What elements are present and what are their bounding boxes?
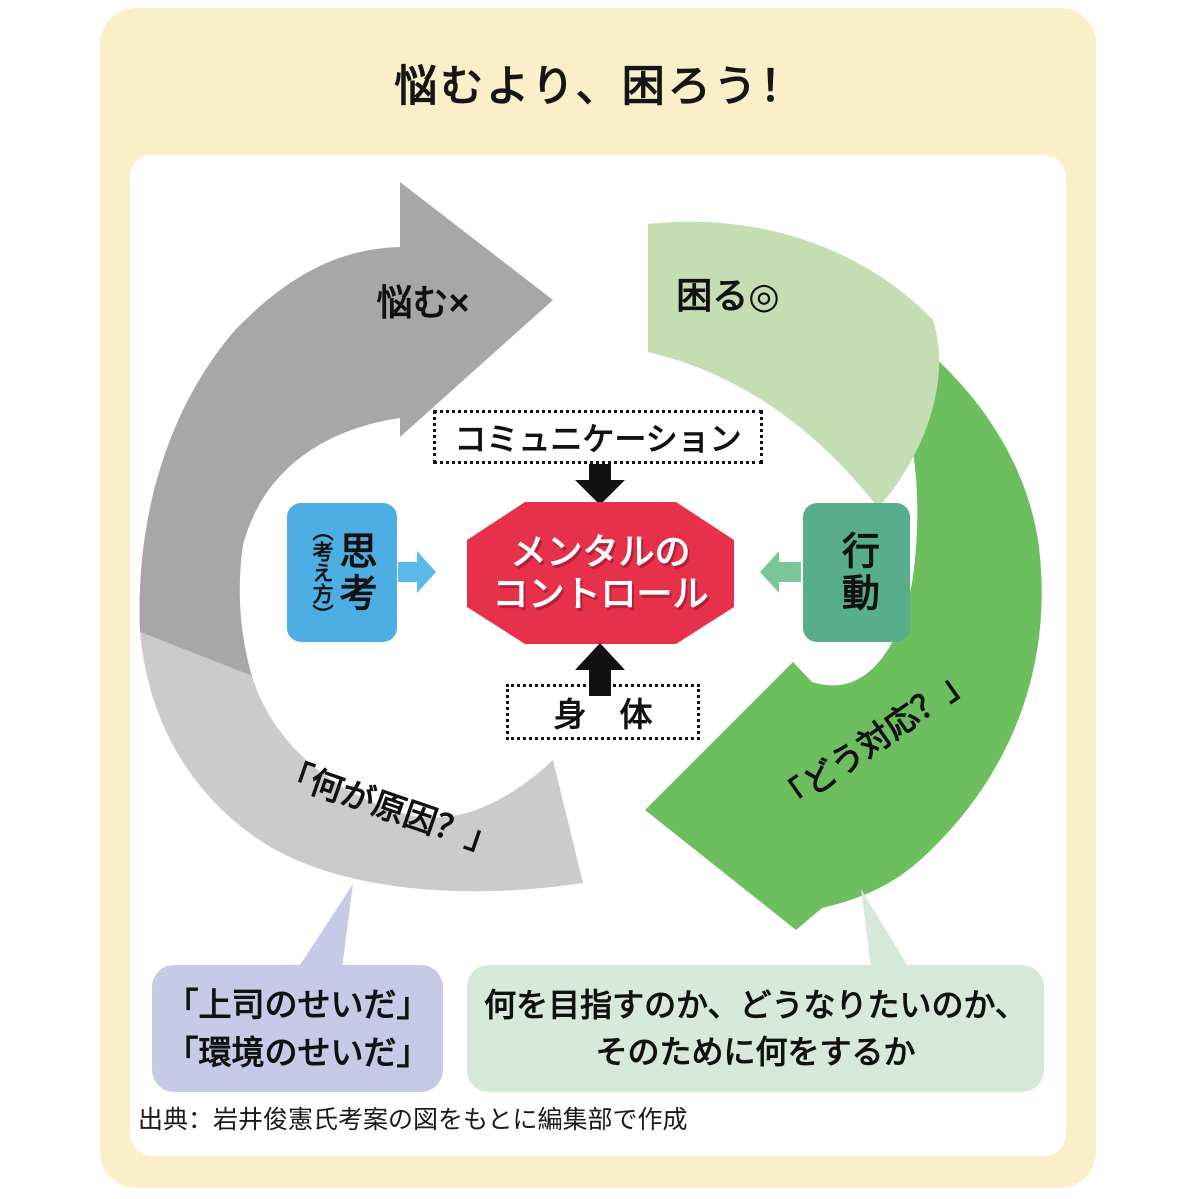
action-label: 行動 — [835, 530, 878, 615]
worry-arrow-dark-shape — [139, 182, 553, 676]
mental-control-line2: コントロール — [492, 573, 709, 614]
body-label: 身 体 — [553, 696, 653, 733]
worry-label: 悩む× — [376, 282, 470, 323]
goal-line2: そのために何をするか — [595, 1033, 916, 1070]
trouble-arrow-dark-shape — [645, 298, 1042, 930]
blame-callout-bubble: 「上司のせいだ」 「環境のせいだ」 — [152, 965, 443, 1092]
blame-line2: 「環境のせいだ」 — [165, 1033, 430, 1071]
blame-bubble-tail — [298, 884, 353, 968]
body-box: 身 体 — [506, 684, 700, 740]
action-left-arrow — [760, 551, 801, 593]
body-up-arrow — [575, 643, 625, 696]
goal-line1: 何を目指すのか、どうなりたいのか、 — [484, 987, 1027, 1024]
page-title: 悩むより、困ろう！ — [394, 63, 806, 111]
worry-arrow-light-shape — [140, 632, 583, 892]
mental-control-line1: メンタルの — [510, 531, 691, 573]
trouble-label: 困る◎ — [676, 275, 780, 316]
goal-bubble-tail — [861, 889, 909, 968]
communication-label: コミュニケーション — [454, 421, 742, 457]
thinking-box: （考え方） 思考 — [287, 503, 397, 642]
source-note: 出典：岩井俊憲氏考案の図をもとに編集部で作成 — [138, 1106, 688, 1134]
mental-control-octagon — [467, 502, 734, 644]
goal-callout-bubble: 何を目指すのか、どうなりたいのか、 そのために何をするか — [467, 965, 1044, 1092]
thinking-label: 思考 — [333, 530, 375, 615]
thinking-right-arrow — [398, 551, 436, 593]
communication-box: コミュニケーション — [433, 410, 763, 464]
mental-control-label: メンタルの コントロール — [467, 502, 734, 644]
action-box: 行動 — [803, 503, 910, 642]
trouble-arrow-light-shape — [648, 221, 940, 509]
communication-down-arrow — [575, 464, 625, 505]
thinking-annotation: （考え方） — [310, 520, 333, 625]
blame-line1: 「上司のせいだ」 — [165, 985, 430, 1023]
